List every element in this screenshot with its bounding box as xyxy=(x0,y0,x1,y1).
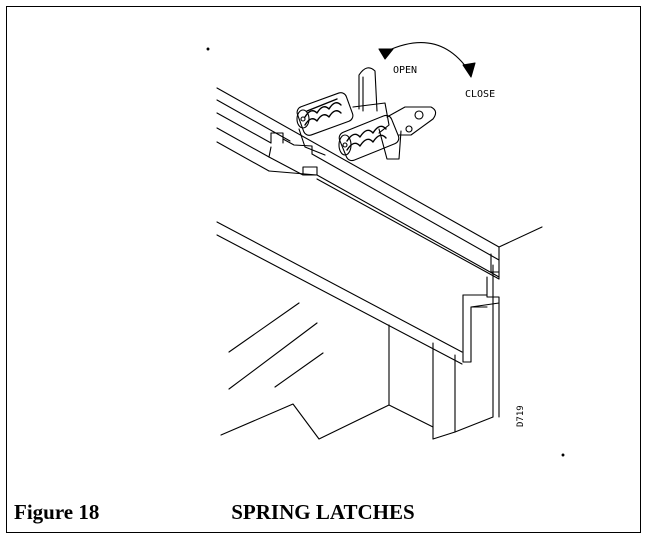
screw-hole xyxy=(414,110,424,120)
open-label: OPEN xyxy=(393,65,417,76)
spring-latch-right xyxy=(338,114,402,162)
top-rail xyxy=(216,87,500,280)
figure-caption: Figure 18 SPRING LATCHES xyxy=(14,500,415,525)
spring-latch-left xyxy=(296,92,354,156)
latch-lever xyxy=(352,67,390,134)
drawing-code-label: D719 xyxy=(516,405,526,427)
angle-profile xyxy=(462,226,543,418)
catch-plate xyxy=(386,106,437,136)
screw-hole xyxy=(405,125,413,133)
close-label: CLOSE xyxy=(465,89,495,100)
figure-title: SPRING LATCHES xyxy=(231,500,415,524)
box-panel xyxy=(216,221,494,440)
speck xyxy=(561,453,565,457)
figure-number: Figure 18 xyxy=(14,500,100,524)
glass-reflection-lines xyxy=(228,302,324,390)
open-close-arrow xyxy=(378,41,476,78)
figure-frame: OPEN CLOSE D719 xyxy=(6,6,641,533)
spring-latch-drawing: OPEN CLOSE D719 xyxy=(206,41,565,457)
speck xyxy=(206,47,210,51)
